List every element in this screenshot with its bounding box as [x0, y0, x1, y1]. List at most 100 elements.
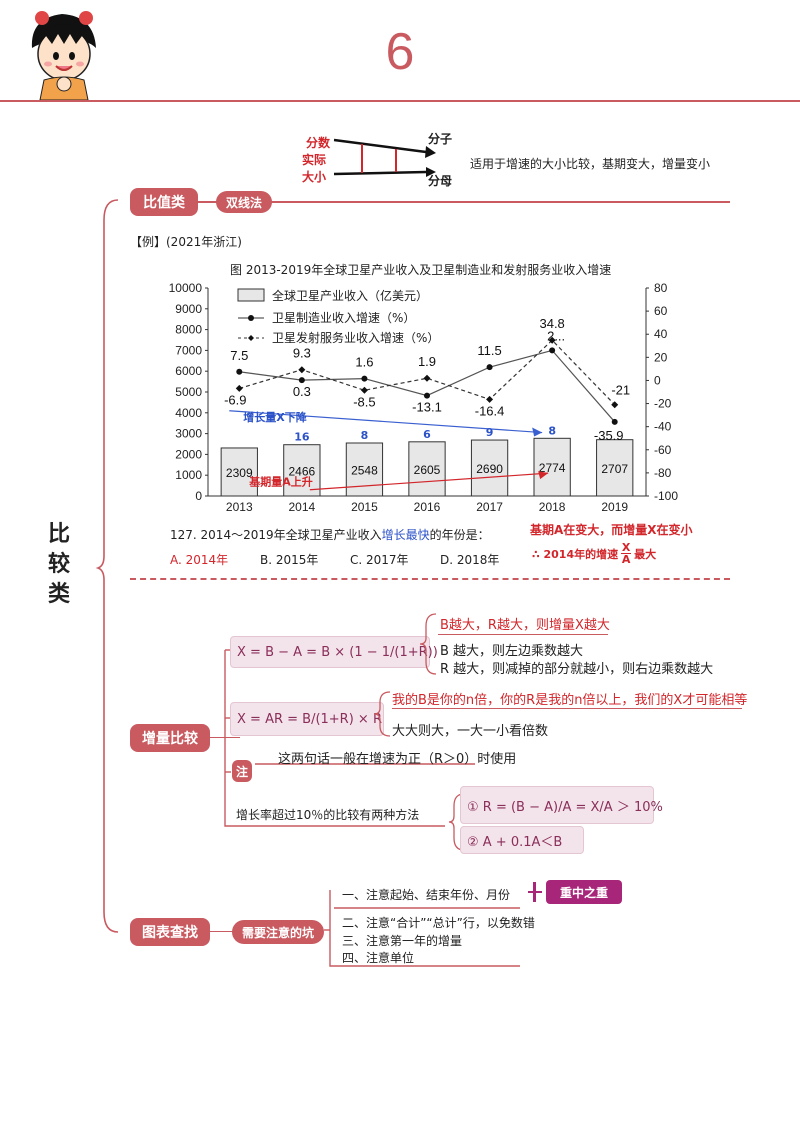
launch-growth-point [235, 384, 243, 392]
y-right-tick-label: -80 [654, 466, 672, 480]
y-left-tick-label: 5000 [175, 385, 202, 399]
launch-growth-point [423, 374, 431, 382]
legend-swatch-diamond [248, 335, 254, 341]
diagram-note: 适用于增速的大小比较，基期变大，增量变小 [470, 157, 711, 171]
section1-rule [130, 201, 730, 203]
emphasis-badge: 重中之重 [546, 880, 622, 904]
increment-label: 6 [423, 428, 431, 441]
y-left-tick-label: 10000 [169, 281, 203, 295]
y-right-tick-label: -20 [654, 397, 672, 411]
diagram-right-bottom: 分母 [428, 174, 453, 188]
y-left-tick-label: 4000 [175, 406, 202, 420]
handwritten-note-1: 基期A在变大，而增量X在变小 [530, 523, 693, 537]
x-tick-label: 2016 [414, 500, 441, 514]
y-right-tick-label: 20 [654, 350, 668, 364]
f2-rule [392, 708, 742, 709]
bar-value-label: 2466 [289, 464, 316, 478]
bar [283, 444, 321, 497]
x-tick-label: 2017 [476, 500, 503, 514]
increment-label: 9 [486, 426, 494, 439]
two-line-diagram [333, 138, 436, 177]
chart-title: 图 2013-2019年全球卫星产业收入及卫星制造业和发射服务业收入增速 [230, 263, 612, 277]
note-frac-top: X [621, 541, 631, 554]
option-b[interactable]: B. 2015年 [260, 553, 319, 567]
y-right-tick-label: 0 [654, 373, 661, 387]
annotation-arrowhead-blue [532, 427, 543, 437]
note-suffix: 最大 [634, 547, 657, 561]
section1-method: 双线法 [216, 191, 272, 213]
pit-item-1: 一、注意起始、结束年份、月份 [342, 888, 511, 902]
manufacturing-growth-label: -35.9 [594, 428, 624, 443]
f2-note-a: 我的B是你的n倍，你的R是我的n倍以上，我们的X才可能相等 [392, 693, 748, 708]
legend-swatch-bar [237, 288, 265, 302]
growth-text: 增长率超过10％的比较有两种方法 [236, 808, 420, 822]
option-c[interactable]: C. 2017年 [350, 553, 409, 567]
formula-1: X = B − A = B × (1 − 1/(1+R)) [230, 636, 438, 668]
question-highlight: 增长最快 [381, 528, 430, 542]
f2-brace [373, 691, 391, 737]
method-1: ① R = (B − A)/A = X/A ＞ 10% [460, 786, 663, 824]
launch-growth-point [298, 366, 306, 374]
bar-value-label: 2548 [351, 464, 378, 478]
handwritten-note-2: ∴ 2014年的增速 X A 最大 [532, 542, 656, 565]
manufacturing-growth-label: 11.5 [477, 343, 501, 358]
f2-note-b: 大大则大，一大一小看倍数 [392, 724, 549, 739]
section3-label: 图表查找 [130, 918, 210, 946]
f1-brace [419, 613, 437, 675]
launch-growth-label: 9.3 [293, 346, 311, 361]
y-left-tick-label: 0 [195, 489, 202, 503]
avatar [22, 4, 108, 101]
question: 127. 2014～2019年全球卫星产业收入增长最快的年份是： [170, 526, 490, 543]
manufacturing-growth-point [298, 377, 305, 384]
growth-brace [448, 793, 465, 851]
note-tag: 注 [232, 760, 252, 782]
manufacturing-growth-point [549, 347, 556, 354]
note-text: 这两句话一般在增速为正（R＞0）时使用 [278, 752, 517, 767]
manufacturing-growth-label: -13.1 [412, 400, 442, 415]
x-tick-label: 2019 [601, 500, 628, 514]
pit-item-3: 三、注意第一年的增量 [342, 934, 463, 948]
annotation-arrow-red [309, 472, 549, 491]
manufacturing-growth-point [486, 364, 493, 371]
increment-label: 16 [294, 431, 310, 444]
annotation-increase-label: 增长量X下降 [243, 410, 307, 424]
big-bracket [96, 199, 119, 933]
pit-item-4: 四、注意单位 [342, 951, 415, 965]
launch-growth-point [611, 401, 619, 409]
x-tick-label: 2018 [539, 500, 566, 514]
increment-label: 8 [548, 424, 556, 437]
y-left-tick-label: 9000 [175, 302, 202, 316]
launch-growth-point [548, 336, 556, 344]
f1-note-b: B 越大，则左边乘数越大 [440, 644, 584, 659]
y-right-tick-label: -100 [654, 489, 678, 503]
section1-label: 比值类 [130, 188, 198, 216]
annotation-arrow-blue [229, 410, 543, 434]
y-left-tick-label: 6000 [175, 364, 202, 378]
manufacturing-growth-point [424, 392, 430, 399]
f1-rule [438, 634, 608, 635]
pit-item-2: 二、注意“合计”“总计”行，以免数错 [342, 916, 535, 930]
bar [220, 447, 258, 497]
option-a[interactable]: A. 2014年 [170, 553, 229, 567]
page-number: 6 [385, 23, 415, 81]
bar-value-label: 2309 [226, 466, 253, 480]
question-tail: 的年份是： [429, 528, 490, 542]
option-d[interactable]: D. 2018年 [440, 553, 500, 567]
y-left-tick-label: 7000 [175, 343, 202, 357]
diagram-label-1: 分数 [306, 136, 331, 150]
formula-2: X = AR = B/(1+R) × R [230, 702, 384, 736]
header-rule [0, 100, 800, 102]
f1-note-c: R 越大，则减掉的部分就越小，则右边乘数越大 [440, 662, 714, 677]
section-divider [130, 578, 730, 580]
x-tick-label: 2015 [351, 500, 378, 514]
legend-swatch-point [248, 315, 254, 321]
launch-growth-label: -16.4 [475, 403, 505, 418]
annotation-base-label: 基期量A上升 [248, 475, 313, 489]
y-right-tick-label: 80 [654, 281, 668, 295]
bar-value-label: 2774 [539, 461, 566, 475]
legend-entry: 全球卫星产业收入（亿美元） [272, 288, 428, 303]
manufacturing-growth-point [236, 368, 243, 375]
f1-note-a: B越大，R越大，则增量X越大 [440, 618, 610, 633]
y-left-tick-label: 1000 [175, 468, 202, 482]
manufacturing-growth-label: 0.3 [293, 384, 311, 399]
